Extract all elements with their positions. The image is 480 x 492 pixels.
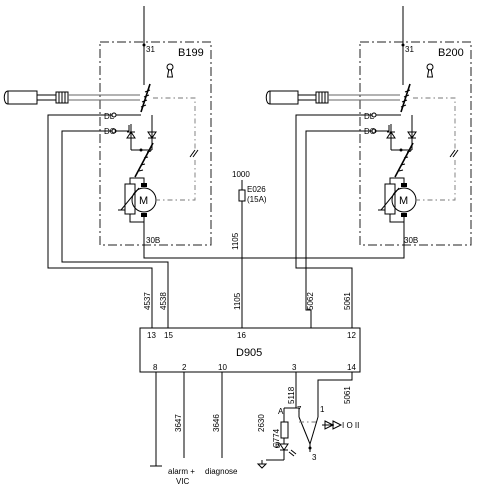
wire-1105-top: 1105 xyxy=(231,232,240,250)
b199-boundary xyxy=(99,41,212,246)
svg-text:M: M xyxy=(399,195,408,207)
wire-5061-bottom: 5061 xyxy=(343,386,352,404)
switch-pin-1: 1 xyxy=(320,405,325,414)
fuse-rating: (15A) xyxy=(247,195,267,204)
module-d905: D905 13 15 16 12 8 2 10 3 14 xyxy=(139,327,361,373)
b200-linkage-rod xyxy=(400,83,411,113)
led-anode-label: A xyxy=(278,407,284,416)
alarm-label-line2: VIC xyxy=(176,477,190,486)
wire-3646: 3646 xyxy=(212,414,221,432)
fuse-top-label: 1000 xyxy=(232,170,250,179)
b200-terminal-node xyxy=(401,43,405,47)
wire-4538: 4538 xyxy=(159,292,168,310)
b199-lock-icon xyxy=(166,63,174,78)
fuse-icon xyxy=(238,189,246,202)
wire-2630: 2630 xyxy=(257,414,266,432)
bottom-wiring: 3647 3646 5118 5061 alarm + VIC diagnose xyxy=(150,372,353,486)
b199-switch-lever xyxy=(134,142,154,178)
b199-terminal-30b: 30B xyxy=(146,236,160,245)
wire-5062: 5062 xyxy=(306,292,315,310)
b200-key-cylinder-icon xyxy=(265,90,456,150)
module-box xyxy=(139,327,361,373)
b199-label: B199 xyxy=(178,47,204,59)
pin-13: 13 xyxy=(147,331,156,340)
led-c774: 2630 A C774 B xyxy=(256,407,299,469)
wire-4537: 4537 xyxy=(143,292,152,310)
pin-14: 14 xyxy=(347,363,356,372)
mode-switch: 7 1 3 I O II xyxy=(297,405,359,462)
module-name: D905 xyxy=(236,347,262,359)
svg-text:M: M xyxy=(139,195,148,207)
led-cathode-label: B xyxy=(275,441,280,450)
b200-label: B200 xyxy=(438,47,464,59)
pin-16: 16 xyxy=(237,331,246,340)
wire-3647: 3647 xyxy=(174,414,183,432)
pin-3: 3 xyxy=(292,363,297,372)
fuse-name: E026 xyxy=(247,185,266,194)
wire-1105-bottom: 1105 xyxy=(233,292,242,310)
pin-8: 8 xyxy=(153,363,158,372)
switch-pin-7: 7 xyxy=(297,405,302,414)
pin-10: 10 xyxy=(218,363,227,372)
wire-5118: 5118 xyxy=(287,386,296,404)
b200-terminal-31: 31 xyxy=(405,45,414,54)
fuse-e026: 1000 E026 (15A) 1105 xyxy=(231,170,267,258)
b199-contact-dl: DL xyxy=(104,112,115,121)
b200-boundary xyxy=(359,41,472,246)
switch-pin-3: 3 xyxy=(312,453,317,462)
b200-motor-icon: M xyxy=(378,160,456,240)
wire-5061-top: 5061 xyxy=(343,292,352,310)
pin-12: 12 xyxy=(347,331,356,340)
b199-motor-icon: M xyxy=(118,160,196,240)
pin-15: 15 xyxy=(164,331,173,340)
b199-linkage-rod xyxy=(140,83,151,113)
switch-diode-label: I O II xyxy=(342,421,359,430)
unit-b200: B200 31 30B DL DO xyxy=(265,6,472,246)
b199-terminal-node xyxy=(142,43,146,47)
b200-terminal-30b: 30B xyxy=(404,236,418,245)
b199-key-cylinder-icon xyxy=(3,90,196,150)
diagnose-label: diagnose xyxy=(205,467,238,476)
pin-2: 2 xyxy=(182,363,187,372)
b200-contact-dl: DL xyxy=(364,112,375,121)
unit-b199: B199 31 30B DL DO xyxy=(3,6,212,246)
b200-lock-icon xyxy=(426,63,434,78)
led-name: C774 xyxy=(272,428,281,448)
wiring: 4537 4538 1105 5062 5061 xyxy=(47,114,405,328)
b199-terminal-31: 31 xyxy=(146,45,155,54)
b200-switch-lever xyxy=(394,142,414,178)
alarm-label-line1: alarm + xyxy=(168,467,195,476)
